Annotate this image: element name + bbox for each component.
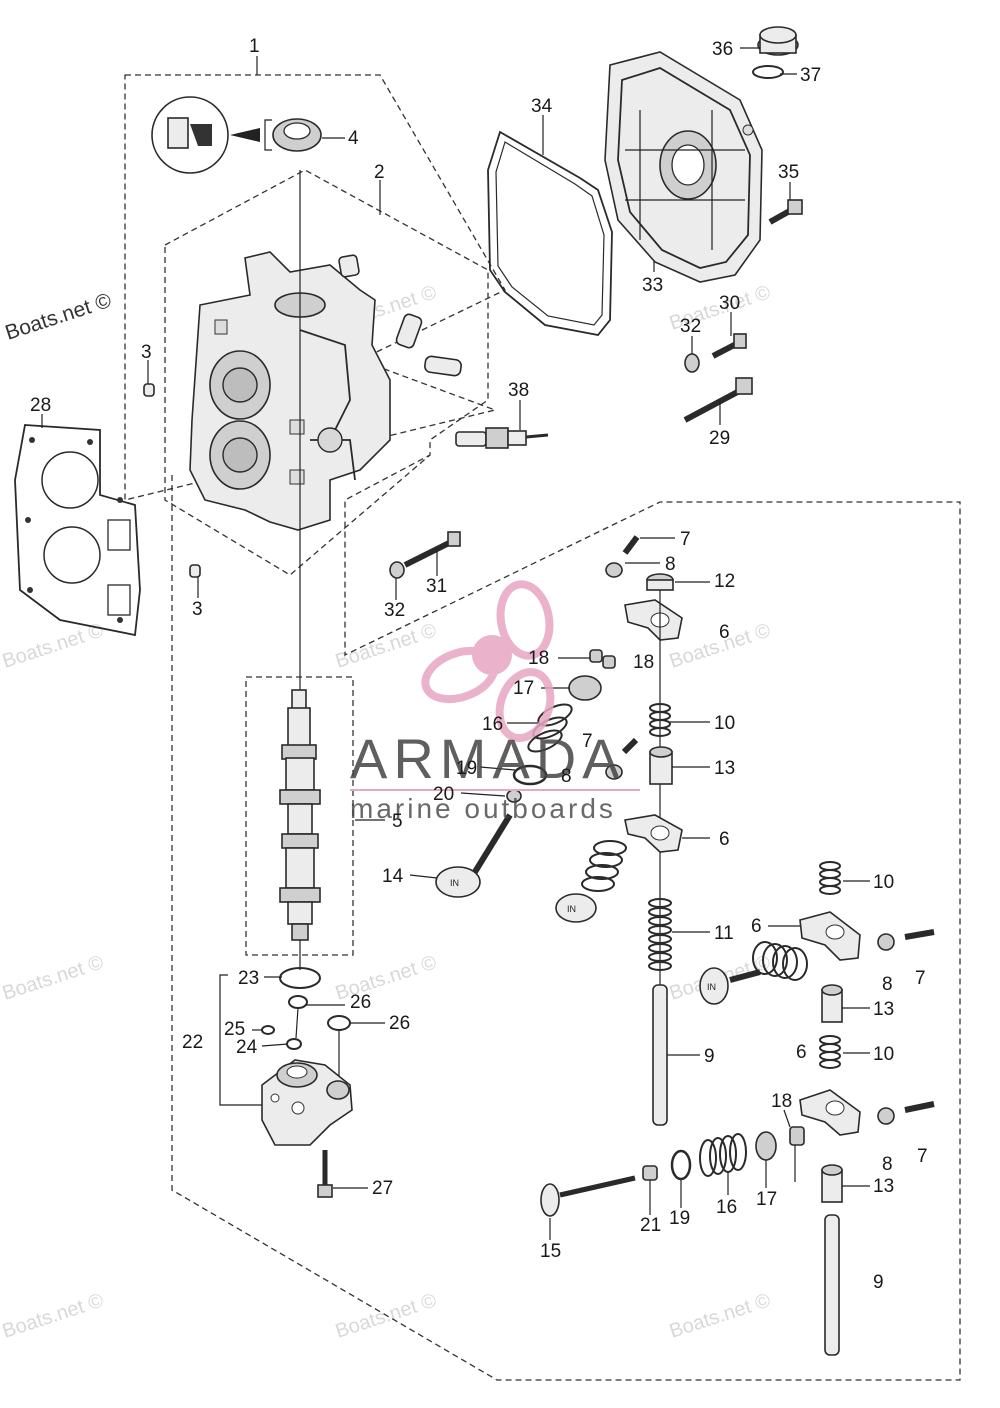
watermark-text: Boats.net © (333, 951, 440, 1004)
callout-label: 16 (716, 1197, 737, 1218)
callout-label: 22 (182, 1032, 203, 1053)
callout-label: 12 (714, 571, 735, 592)
callout-label: 8 (882, 974, 893, 995)
callout-label: 10 (873, 872, 894, 893)
callout-label: 13 (873, 999, 894, 1020)
callout-label: 18 (771, 1091, 792, 1112)
bolts (389, 199, 803, 579)
watermark-text: Boats.net © (0, 1289, 106, 1342)
cover-gasket (487, 130, 613, 336)
callout-label: 26 (389, 1013, 410, 1034)
callout-label: 7 (915, 968, 926, 989)
watermark-text: Boats.net © (667, 1289, 774, 1342)
callout-label: 3 (192, 599, 203, 620)
camshaft (279, 689, 321, 970)
callout-label: 6 (751, 916, 762, 937)
callout-label: 28 (30, 395, 51, 416)
callout-label: 21 (640, 1215, 661, 1236)
callout-label: 32 (680, 316, 701, 337)
callout-label: 27 (372, 1178, 393, 1199)
callout-label: 36 (712, 39, 733, 60)
callout-label: 11 (714, 923, 734, 944)
watermark-text: Boats.net © (0, 951, 106, 1004)
callout-label: 6 (796, 1042, 807, 1063)
spark-plug (455, 427, 549, 449)
valve-intake-mark: IN (707, 982, 716, 992)
callout-label: 37 (800, 65, 821, 86)
callout-label: 35 (778, 162, 799, 183)
callout-label: 10 (714, 713, 735, 734)
callout-label: 3 (141, 342, 152, 363)
callout-label: 13 (873, 1176, 894, 1197)
callout-label: 8 (882, 1154, 893, 1175)
callout-label: 24 (236, 1037, 258, 1058)
callout-label: 9 (873, 1272, 884, 1293)
callout-label: 1 (249, 36, 260, 57)
propeller-icon (421, 580, 555, 742)
filler-cap (752, 26, 799, 79)
watermark-text-main: Boats.net © (2, 289, 114, 345)
callout-label: 2 (374, 162, 385, 183)
callout-label: 31 (426, 576, 447, 597)
callout-label: 33 (642, 275, 663, 296)
callout-label: 25 (224, 1019, 245, 1040)
callout-label: 15 (540, 1241, 561, 1262)
callout-label: 19 (456, 758, 477, 779)
watermark-text: Boats.net © (0, 619, 106, 672)
brand-tagline: marine outboards (350, 793, 616, 824)
callout-label: 18 (528, 648, 549, 669)
callout-label: 8 (561, 766, 572, 787)
watermark-text: Boats.net © (333, 619, 440, 672)
callout-label: 23 (238, 968, 259, 989)
head-cover (604, 51, 763, 283)
callout-label: 7 (582, 731, 593, 752)
callout-label: 6 (719, 622, 730, 643)
valve-intake-mark: IN (567, 904, 576, 914)
cylinder-head (189, 170, 391, 700)
leader-lines (41, 47, 870, 1240)
oil-pump (261, 967, 353, 1198)
callout-labels: 1 2 3 3 4 5 6 6 6 6 7 7 7 7 8 8 8 8 9 9 … (30, 36, 928, 1293)
callout-label: 9 (704, 1046, 715, 1067)
callout-label: 7 (917, 1146, 928, 1167)
callout-label: 10 (873, 1044, 894, 1065)
oil-seal (151, 96, 345, 174)
head-small-parts (143, 254, 462, 578)
callout-label: 7 (680, 529, 691, 550)
head-gasket (14, 424, 141, 637)
valve-train-lower: IN (540, 861, 935, 1356)
callout-label: 13 (714, 758, 735, 779)
brand-name: ARMADA (350, 727, 626, 790)
callout-label: 29 (709, 428, 730, 449)
watermark-text: Boats.net © (333, 1289, 440, 1342)
callout-label: 19 (669, 1208, 690, 1229)
callout-label: 16 (482, 714, 503, 735)
callout-label: 8 (665, 554, 676, 575)
callout-label: 6 (719, 829, 730, 850)
callout-label: 18 (633, 652, 654, 673)
callout-label: 30 (719, 293, 740, 314)
callout-label: 17 (756, 1189, 777, 1210)
callout-label: 4 (348, 128, 359, 149)
valve-train: IN IN (435, 535, 683, 1126)
callout-label: 17 (513, 678, 534, 699)
callout-label: 26 (350, 992, 371, 1013)
callout-label: 14 (382, 866, 404, 887)
callout-label: 20 (433, 784, 454, 805)
callout-label: 32 (384, 600, 405, 621)
brand-logo: ARMADA marine outboards (350, 580, 640, 824)
callout-label: 38 (508, 380, 529, 401)
callout-label: 5 (392, 811, 403, 832)
valve-intake-mark: IN (450, 878, 459, 888)
callout-label: 34 (531, 96, 553, 117)
